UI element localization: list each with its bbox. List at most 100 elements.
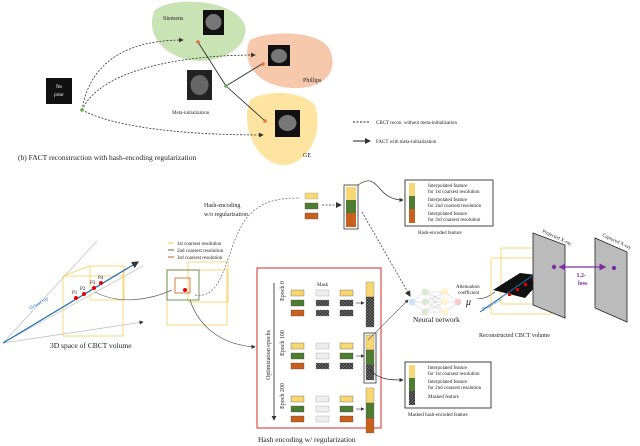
nn-node (421, 288, 429, 296)
attenuation-line1: Attenuation (456, 285, 480, 290)
hf-line: for 2nd coarsest resolution (428, 204, 482, 209)
attenuation-line2: coefficient (458, 291, 480, 296)
masked-feature-box: Interpolated feature for 1st coarsest re… (404, 361, 492, 418)
feature-cell (290, 395, 305, 403)
nn-node (441, 288, 449, 296)
masked-feature-caption: Masked hash-encoded feature (408, 413, 468, 418)
nn-node (421, 308, 429, 316)
stack-cell (365, 417, 375, 434)
mask-cell (315, 405, 330, 413)
hf-line: Interpolated feature (428, 198, 468, 203)
volume-label: 3D space of CBCT volume (50, 341, 132, 350)
neural-network (408, 288, 462, 316)
point-p2: P2 (80, 287, 86, 292)
stack-cell (365, 387, 375, 404)
mf-line: Masked feature (428, 395, 460, 400)
feature-cell (290, 405, 305, 413)
projected-xray-image (532, 232, 566, 319)
mask-cell (315, 299, 330, 307)
captured-xray-image (594, 237, 628, 323)
to-reg-arrow (189, 299, 256, 349)
mask-cell (315, 342, 330, 350)
virtual-ray (2, 261, 140, 344)
epoch-100-label: Epoch 100 (280, 330, 286, 356)
resolution-cubes (166, 261, 229, 326)
neural-network-label: Neural network (413, 315, 460, 324)
mu-connector (476, 291, 496, 299)
stack-cell (365, 364, 375, 381)
masked-cell (339, 289, 354, 297)
feature-cell (290, 352, 305, 360)
point-p4: P4 (98, 276, 104, 281)
hash-reg-label: Hash encoding w/ regularization (258, 435, 356, 444)
epoch-0-label: Epoch 0 (280, 281, 286, 301)
point-p1: P1 (72, 291, 78, 296)
resolution-2: 2nd coarsest resolution (177, 249, 224, 254)
no-prior-line1: No (56, 85, 63, 90)
hash-feature-caption: Hash-encoded feature (418, 231, 463, 236)
virtual-ray-label: Virtual ray (29, 296, 51, 312)
nn-node (454, 298, 462, 306)
mask-label: Mask (317, 283, 329, 288)
masked-cell (339, 415, 354, 423)
masked-cell (339, 342, 354, 350)
reg-to-network-arrow (367, 299, 409, 341)
projected-point (551, 264, 557, 270)
mask-cell (315, 395, 330, 403)
nn-node (408, 298, 416, 306)
vendor-siemens: Siemens (163, 16, 184, 22)
zoom-connector (94, 289, 173, 301)
hf-line: Interpolated feature (428, 212, 468, 217)
cbct-volume-3d: Virtual ray P1 P2 P3 P4 3D space of CBCT… (2, 240, 144, 350)
feature-cell (290, 362, 305, 370)
to-feature-box-arrow (357, 180, 404, 203)
optimization-epochs-label: Optimization epochs (266, 329, 272, 379)
dashed-paths (81, 37, 264, 138)
to-masked-box-arrow (369, 369, 404, 383)
hash-feature-box: Interpolated feature for 1st coarsest re… (404, 179, 494, 236)
mf-line: Interpolated feature (428, 366, 468, 371)
masked-cell (339, 405, 354, 413)
no-prior-dot (80, 108, 84, 112)
epoch-row (290, 332, 377, 384)
no-prior-line2: prior (54, 93, 64, 98)
feature-cell (290, 415, 305, 423)
features-no-reg (304, 192, 319, 220)
mask-cell (315, 309, 330, 317)
epoch-200-label: Epoch 200 (280, 383, 286, 409)
no-reg-path (194, 197, 301, 296)
nn-node (421, 298, 429, 306)
phillips-dot (261, 62, 265, 66)
epoch-row (290, 387, 375, 434)
to-network-dashed (361, 211, 411, 297)
feature-cell (290, 299, 305, 307)
siemens-cluster (151, 1, 246, 61)
hf-line: for 3rd coarsest resolution (428, 218, 481, 223)
captured-point (611, 265, 617, 271)
siemens-dot (196, 40, 200, 44)
mf-line: for 2nd coarsest resolution (428, 386, 482, 391)
resolution-3: 3rd coarsest resolution (177, 256, 223, 261)
legend-dashed: CBCT recon. without meta-initialization (376, 121, 458, 126)
masked-cell (339, 362, 354, 370)
stack-cell (365, 402, 375, 419)
stack-cell (365, 334, 375, 351)
selected-stack-frame (363, 332, 377, 384)
mask-cell (315, 362, 330, 370)
ge-dot (263, 119, 267, 123)
mf-line: Interpolated feature (428, 380, 468, 385)
stack-cell (365, 296, 375, 313)
hf-line: Interpolated feature (428, 184, 468, 189)
meta-init-dot (224, 84, 228, 88)
panel-a: Siemens Phillips GE Meta-initialization … (46, 1, 458, 166)
projection-label: Projection (481, 298, 503, 314)
nn-node (441, 298, 449, 306)
resolution-1: 1st coarsest resolution (177, 242, 222, 247)
hash-reg-box: Optimization epochs Epoch 0 Epoch 100 Ep… (256, 267, 382, 434)
feature-cell (290, 289, 305, 297)
resolution-legend: 1st coarsest resolution 2nd coarsest res… (168, 242, 224, 261)
hash-no-reg-line2: w/o regularization (204, 212, 248, 218)
masked-cell (339, 395, 354, 403)
